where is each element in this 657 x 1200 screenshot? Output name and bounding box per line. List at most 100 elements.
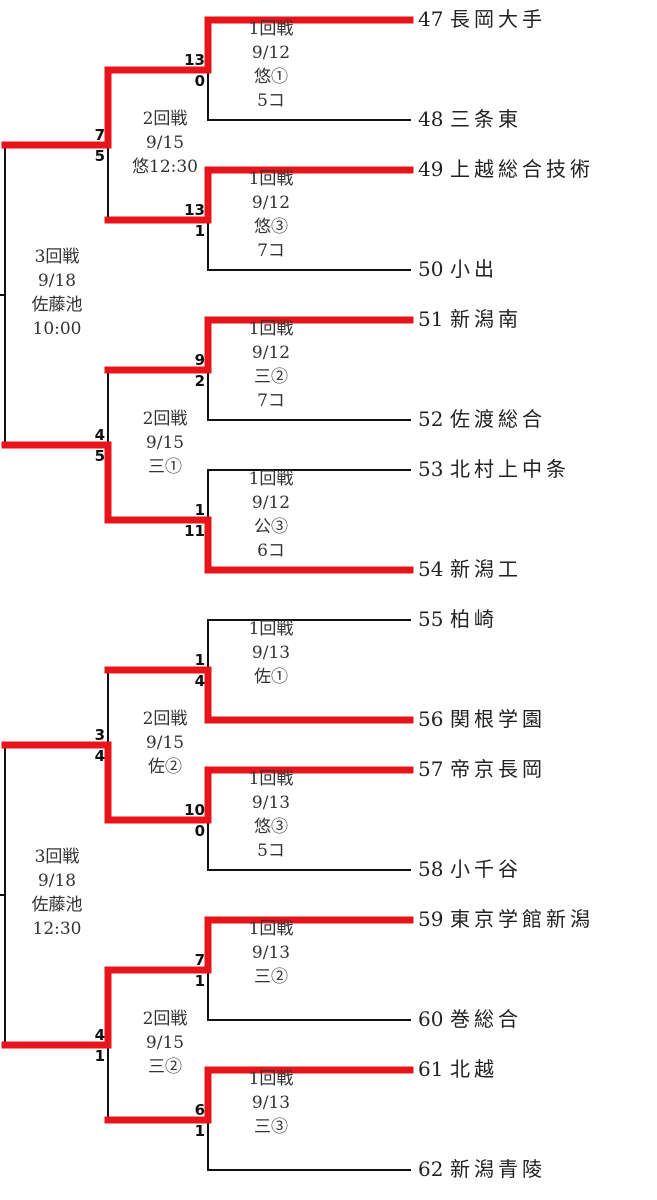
round1-match-info-date: 9/13	[251, 1093, 291, 1113]
team-number: 51	[418, 307, 444, 331]
team-number: 54	[418, 557, 444, 581]
round2-match-info-date: 9/15	[145, 1033, 185, 1053]
team-name: 小出	[450, 257, 498, 281]
round2-match-info-venue: 佐②	[148, 757, 182, 777]
round1-match-info-note: 5コ	[257, 91, 285, 111]
score: 5	[94, 147, 105, 165]
team-number: 50	[418, 257, 444, 281]
team-name: 小千谷	[450, 857, 522, 881]
score: 1	[194, 972, 205, 990]
round3-match-info-round: 3回戦	[34, 247, 80, 267]
round2-match-info-venue: 悠12:30	[132, 157, 198, 177]
score: 13	[184, 201, 205, 219]
round1-match-info-note: 6コ	[257, 541, 285, 561]
round1-match-info-round: 1回戦	[248, 169, 294, 189]
team-name: 関根学園	[450, 707, 546, 731]
team-number: 57	[418, 757, 444, 781]
score: 11	[184, 522, 205, 540]
round2-match-info-round: 2回戦	[142, 109, 188, 129]
score: 1	[194, 222, 205, 240]
round1-match-info-venue: 悠③	[254, 817, 288, 837]
round1-match-info-round: 1回戦	[248, 319, 294, 339]
round1-match-info-date: 9/13	[251, 643, 291, 663]
round1-match-info-venue: 悠①	[254, 67, 288, 87]
round2-match-info-round: 2回戦	[142, 1009, 188, 1029]
score: 7	[94, 126, 105, 144]
team-number: 60	[418, 1007, 444, 1031]
round1-match-info-note: 7コ	[257, 391, 285, 411]
score: 3	[94, 726, 105, 744]
score: 4	[194, 672, 205, 690]
score: 4	[94, 1026, 105, 1044]
round3-match-info-venue: 佐藤池	[31, 895, 83, 915]
round1-match-info-venue: 三②	[254, 967, 288, 987]
round1-match-info-note: 5コ	[257, 841, 285, 861]
team-number: 52	[418, 407, 444, 431]
round1-match-info-date: 9/12	[251, 343, 291, 363]
round1-match-info-round: 1回戦	[248, 919, 294, 939]
team-number: 48	[418, 107, 444, 131]
score: 1	[94, 1047, 105, 1065]
round1-match-info-date: 9/12	[251, 43, 291, 63]
round2-match-info: 2回戦 9/15 三②	[105, 1007, 225, 1079]
team-name: 帝京長岡	[450, 757, 546, 781]
round1-match-info-venue: 佐①	[254, 667, 288, 687]
score: 1	[194, 651, 205, 669]
score: 0	[194, 822, 205, 840]
round1-match-info-round: 1回戦	[248, 469, 294, 489]
round1-match-info-date: 9/12	[251, 493, 291, 513]
score: 0	[194, 72, 205, 90]
round1-match-info-venue: 公③	[254, 517, 288, 537]
team-name: 新潟青陵	[450, 1157, 546, 1181]
team-name: 北越	[450, 1057, 498, 1081]
team-number: 62	[418, 1157, 444, 1181]
round1-match-info-venue: 三②	[254, 367, 288, 387]
team-number: 53	[418, 457, 444, 481]
team-number: 47	[418, 7, 444, 31]
round1-match-info-round: 1回戦	[248, 19, 294, 39]
score: 2	[194, 372, 205, 390]
round1-match-info: 1回戦 9/12 悠① 5コ	[211, 17, 331, 113]
team-name: 長岡大手	[450, 7, 546, 31]
round1-match-info-note: 7コ	[257, 241, 285, 261]
team-name: 新潟工	[450, 557, 522, 581]
team-name: 柏崎	[450, 607, 498, 631]
round1-match-info: 1回戦 9/13 佐①	[211, 617, 331, 689]
round1-match-info-round: 1回戦	[248, 619, 294, 639]
round2-match-info-date: 9/15	[145, 133, 185, 153]
round1-match-info-round: 1回戦	[248, 1069, 294, 1089]
score: 5	[94, 447, 105, 465]
round3-match-info-venue: 佐藤池	[31, 295, 83, 315]
team-name: 三条東	[450, 107, 522, 131]
team-number: 49	[418, 157, 444, 181]
round2-match-info-date: 9/15	[145, 433, 185, 453]
score: 1	[194, 501, 205, 519]
round2-match-info-venue: 三②	[148, 1057, 182, 1077]
round3-match-info-date: 9/18	[37, 271, 77, 291]
round2-match-info-round: 2回戦	[142, 709, 188, 729]
team-name: 巻総合	[450, 1007, 522, 1031]
round1-match-info-round: 1回戦	[248, 769, 294, 789]
round1-match-info-date: 9/13	[251, 793, 291, 813]
round3-match-info-date: 9/18	[37, 871, 77, 891]
score: 4	[94, 747, 105, 765]
team-name: 東京学館新潟	[450, 907, 594, 931]
team-number: 58	[418, 857, 444, 881]
